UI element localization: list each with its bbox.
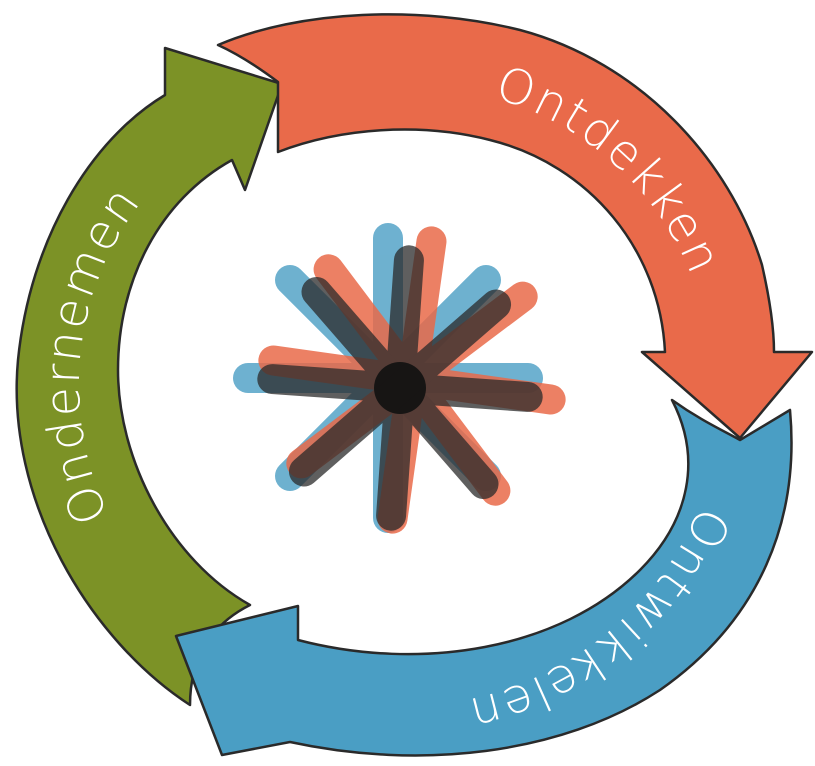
arrow-shape-ontwikkelen: [174, 398, 793, 757]
arrow-shape-ontdekken: [216, 13, 814, 440]
asterisk-star-icon: [233, 223, 566, 534]
arrow-shape-ondernemen: [15, 46, 284, 707]
star-core: [374, 362, 426, 414]
